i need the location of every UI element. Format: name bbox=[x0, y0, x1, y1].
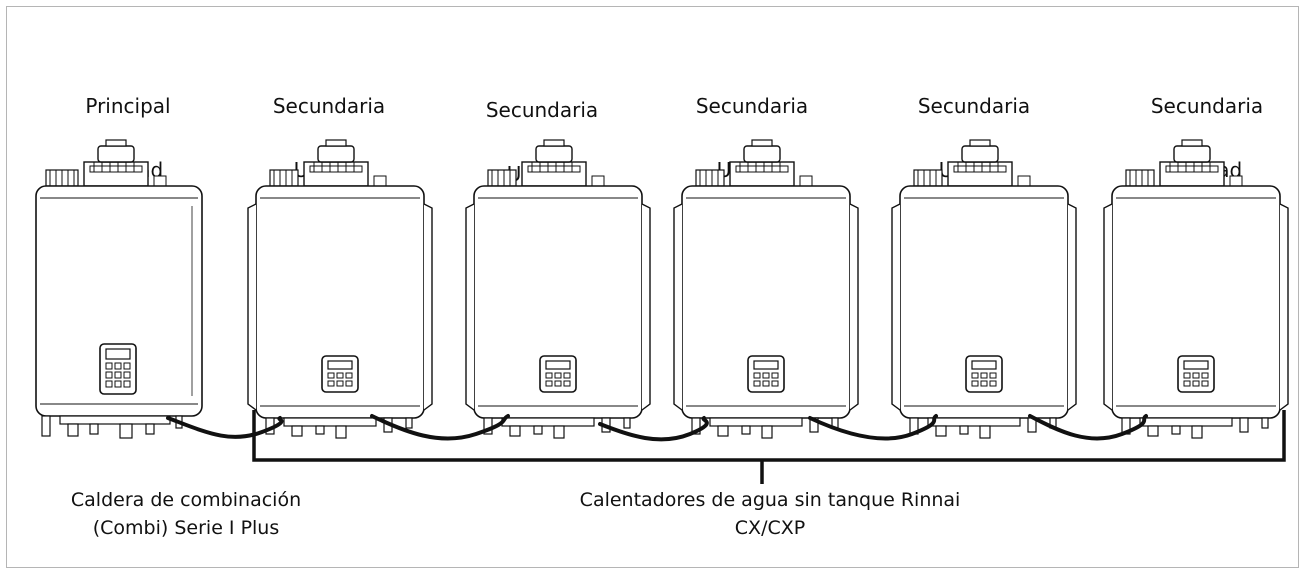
unit-role: Secundaria bbox=[272, 94, 386, 118]
water-heater-unit-2 bbox=[247, 139, 433, 439]
diagram-frame bbox=[6, 6, 1299, 568]
connection-cables bbox=[166, 414, 1148, 442]
unit-role: Principal bbox=[85, 94, 171, 118]
water-heater-unit-6 bbox=[1103, 139, 1289, 439]
unit-role: Secundaria bbox=[485, 98, 599, 122]
combi-caption-line1: Caldera de combinación bbox=[70, 489, 302, 511]
unit-role: Secundaria bbox=[695, 94, 809, 118]
cable-2-3 bbox=[370, 414, 510, 441]
water-heater-unit-3 bbox=[465, 139, 651, 439]
water-heater-unit-4 bbox=[673, 139, 859, 439]
water-heater-unit-5 bbox=[891, 139, 1077, 439]
combi-caption: Caldera de combinación (Combi) Serie I P… bbox=[36, 486, 336, 542]
water-heaters-bracket bbox=[252, 410, 1286, 484]
combi-boiler-unit bbox=[35, 139, 203, 439]
water-heaters-caption: Calentadores de agua sin tanque Rinnai C… bbox=[579, 489, 961, 539]
cable-1-2 bbox=[166, 416, 284, 439]
combi-caption-line2: (Combi) Serie I Plus bbox=[92, 517, 280, 539]
cable-3-4 bbox=[598, 416, 709, 442]
cable-4-5 bbox=[808, 414, 938, 441]
unit-role: Secundaria bbox=[917, 94, 1031, 118]
cable-5-6 bbox=[1028, 414, 1148, 441]
unit-role: Secundaria bbox=[1150, 94, 1264, 118]
